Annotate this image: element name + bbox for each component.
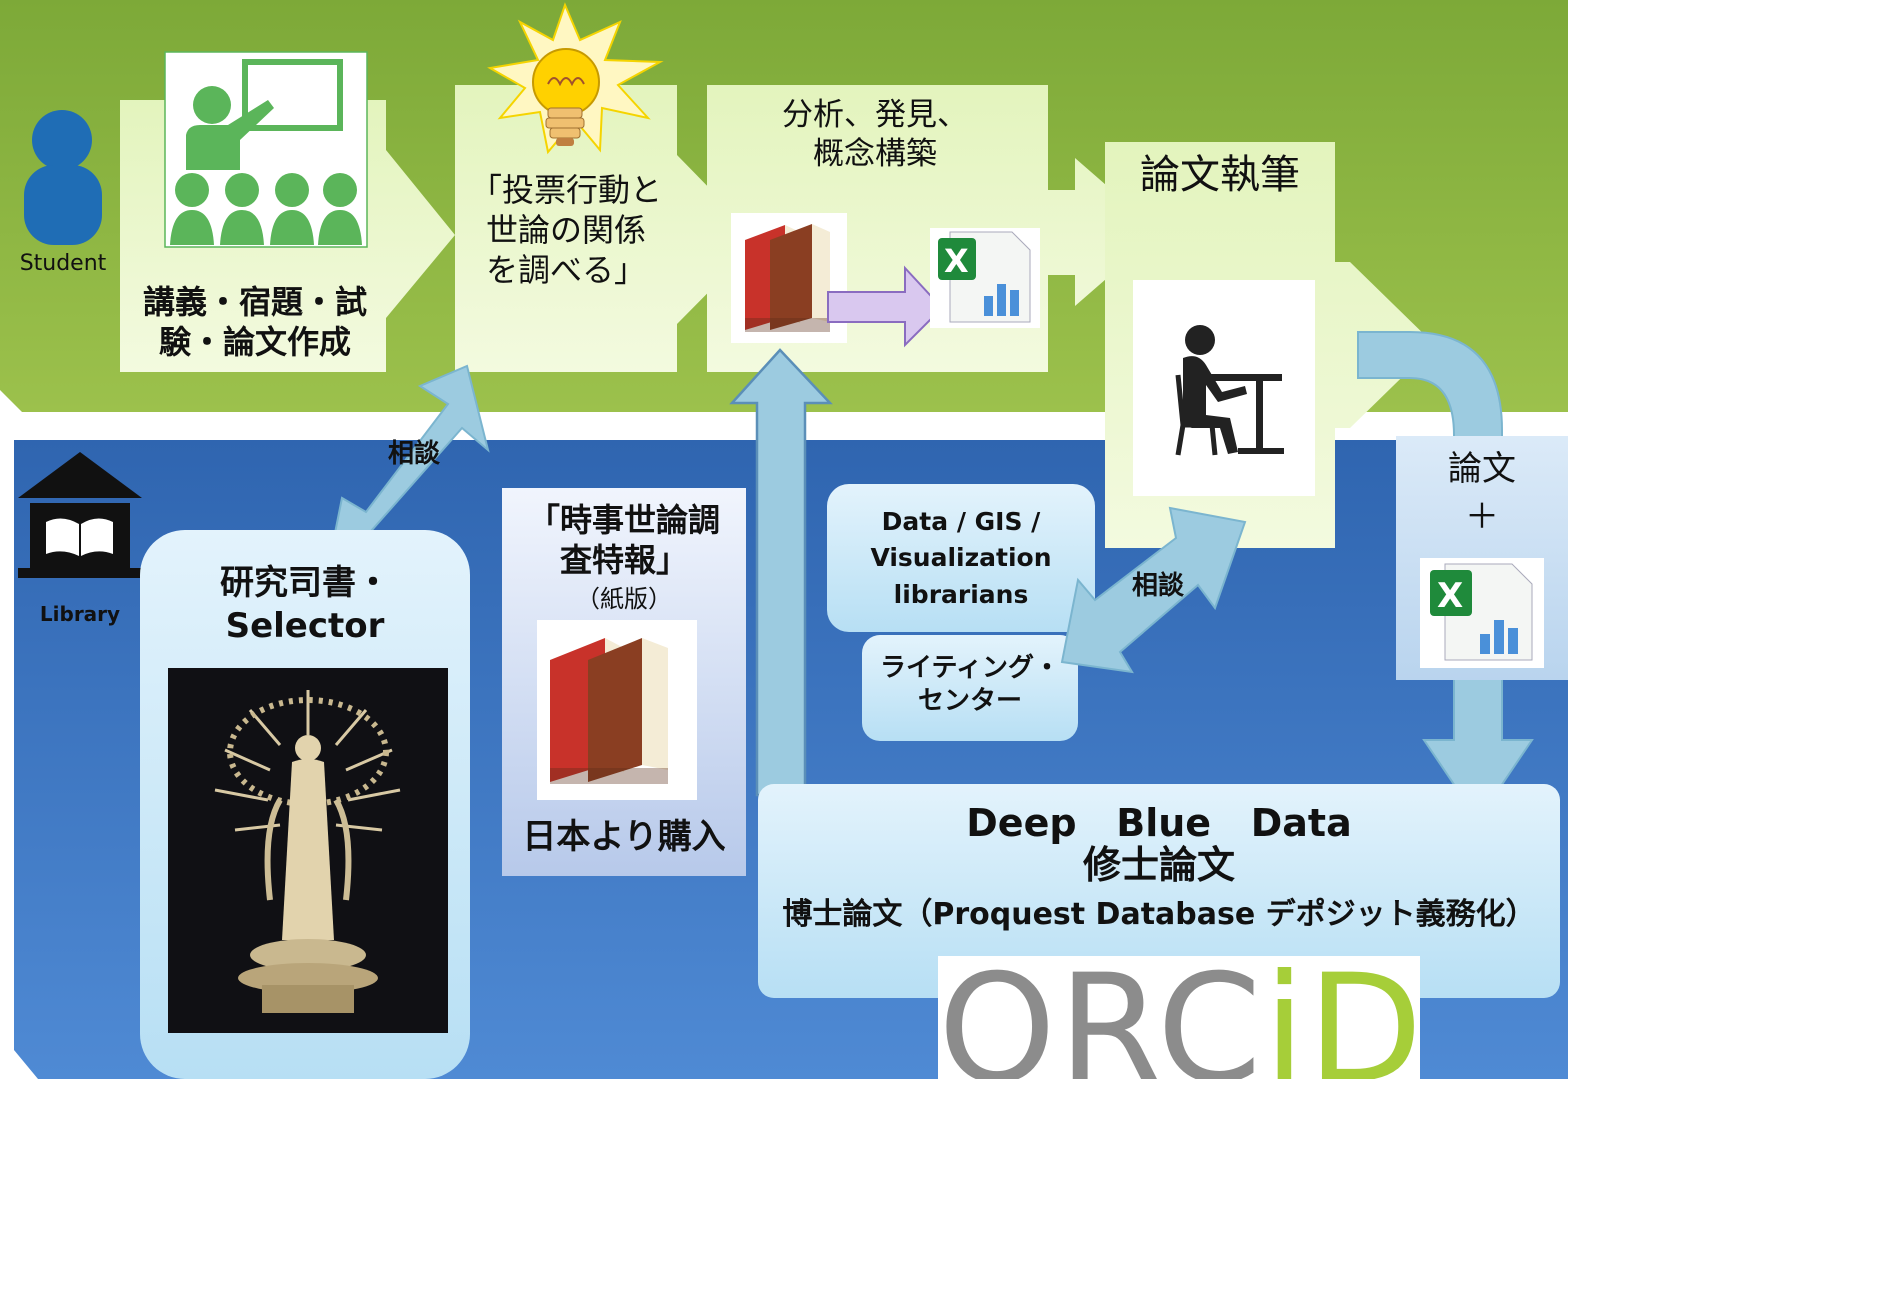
step-topic-text: 「投票行動と 世論の関係 を調べる」 xyxy=(469,171,662,289)
jiji-subtitle: （紙版） xyxy=(576,585,672,613)
consult-arrow-right xyxy=(1060,506,1247,674)
library-building-icon xyxy=(18,452,142,578)
consult-right-label: 相談 xyxy=(1131,571,1184,601)
repository-line3: 博士論文（Proquest Database デポジット義務化） xyxy=(782,897,1536,932)
books-icon-analysis xyxy=(731,213,847,343)
writing-center-box xyxy=(862,635,1078,741)
kannon-statue-image xyxy=(168,668,448,1033)
writing-center-text: ライティング・ センター xyxy=(880,653,1060,716)
library-label: Library xyxy=(39,602,121,626)
lecture-icon xyxy=(164,51,368,248)
writer-at-desk-icon xyxy=(1133,280,1315,496)
step-analysis-text: 分析、発見、 概念構築 xyxy=(782,97,968,172)
step-writing-text: 論文執筆 xyxy=(1140,152,1300,198)
step-lecture-text: 講義・宿題・試 験・論文作成 xyxy=(142,283,367,361)
jiji-title: 「時事世論調 査特報」 xyxy=(527,501,720,579)
data-librarians-box xyxy=(827,484,1095,632)
consult-left-label: 相談 xyxy=(387,439,440,469)
diagram-background: X X xyxy=(0,0,1568,1079)
selector-title: 研究司書・ Selector xyxy=(220,563,390,646)
data-librarians-text: Data / GIS / Visualization librarians xyxy=(870,507,1052,609)
orcid-logo-text: ORCiD xyxy=(938,950,1420,1079)
jiji-purchase: 日本より購入 xyxy=(522,817,726,857)
excel-icon-output: X xyxy=(1420,558,1544,668)
repository-line1: Deep Blue Data xyxy=(966,801,1352,845)
purple-arrow xyxy=(827,265,944,348)
orcid-logo: ORCiD xyxy=(938,950,1420,1079)
student-person-icon xyxy=(24,110,102,245)
repository-line2: 修士論文 xyxy=(1082,843,1235,887)
repository-box xyxy=(758,784,1560,998)
svg-text:X: X xyxy=(944,242,969,280)
orcid-tile xyxy=(938,956,1420,1079)
excel-icon-analysis: X xyxy=(930,228,1040,328)
lightbulb-icon xyxy=(487,2,664,155)
student-label: Student xyxy=(19,251,107,276)
svg-text:X: X xyxy=(1437,576,1463,616)
output-label: 論文 ＋ xyxy=(1448,449,1516,537)
books-icon-jiji xyxy=(537,620,697,800)
step-topic-shape xyxy=(455,85,760,372)
